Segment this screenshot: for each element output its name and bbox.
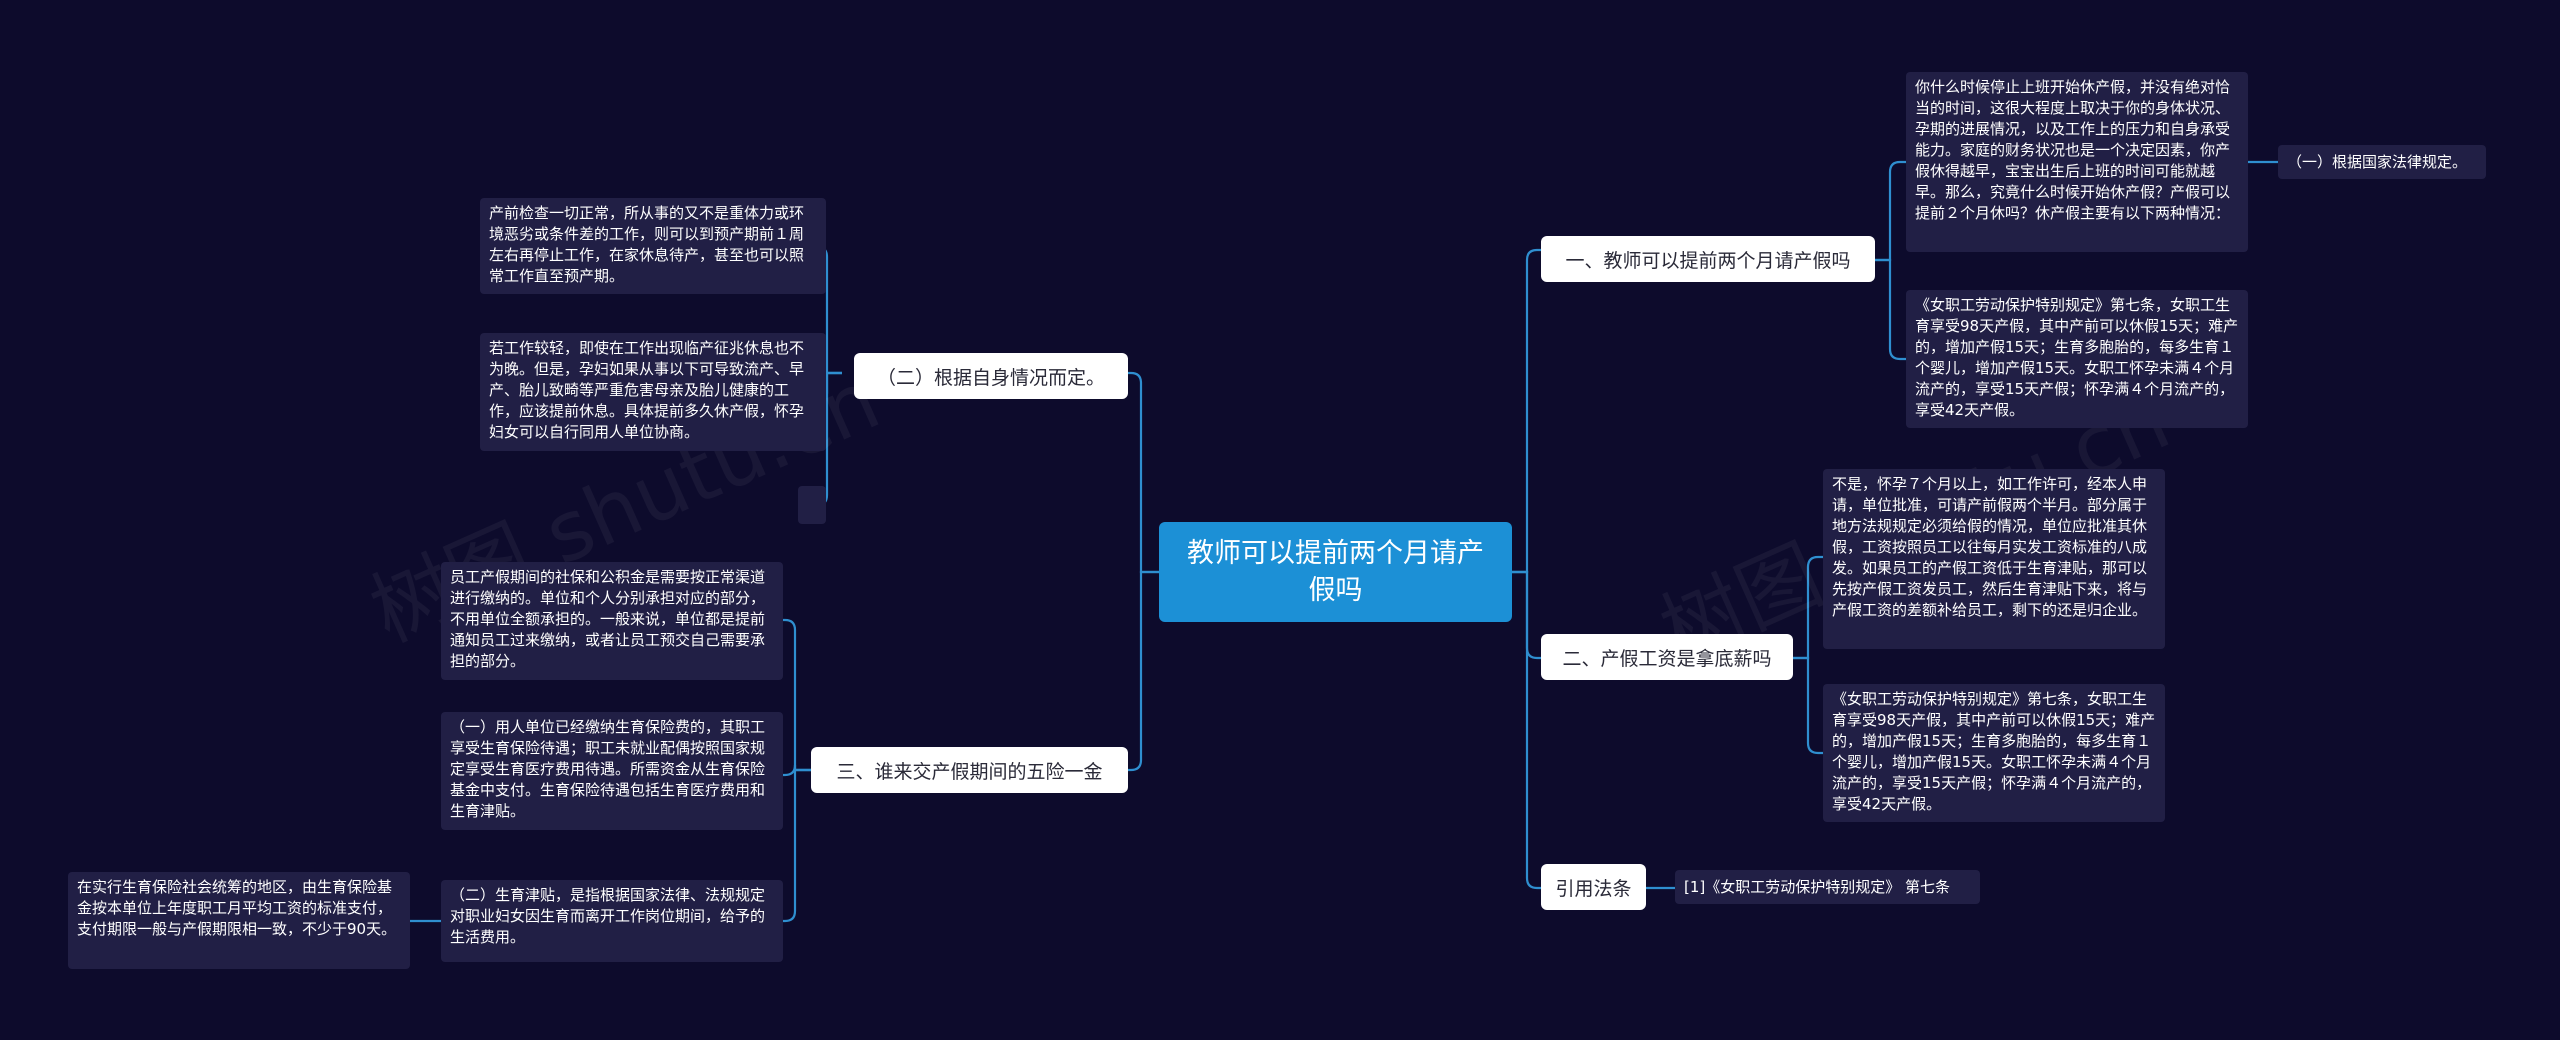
leaf-node[interactable]: [1]《女职工劳动保护特别规定》 第七条: [1675, 870, 1980, 904]
leaf-node[interactable]: 不是，怀孕７个月以上，如工作许可，经本人申请，单位批准，可请产前假两个半月。部分…: [1823, 469, 2165, 649]
link-b1-l1: [1875, 160, 1906, 262]
root-node[interactable]: 教师可以提前两个月请产假吗: [1159, 522, 1512, 622]
leaf-node[interactable]: （二）生育津贴，是指根据国家法律、法规规定对职业妇女因生育而离开工作岗位期间，给…: [441, 880, 783, 962]
leaf-node[interactable]: （一）用人单位已经缴纳生育保险费的，其职工享受生育保险待遇；职工未就业配偶按照国…: [441, 712, 783, 830]
leaf-node[interactable]: 产前检查一切正常，所从事的又不是重体力或环境恶劣或条件差的工作，则可以到预产期前…: [480, 198, 826, 294]
branch-node[interactable]: （二）根据自身情况而定。: [854, 353, 1128, 399]
root-title: 教师可以提前两个月请产假吗: [1187, 538, 1484, 606]
empty-leaf-node[interactable]: [798, 486, 826, 524]
link-root-b3: [1512, 570, 1541, 890]
link-b5-l3: [780, 768, 811, 923]
branch-node[interactable]: 二、产假工资是拿底薪吗: [1541, 634, 1793, 680]
branch-node[interactable]: 三、谁来交产假期间的五险一金: [811, 747, 1128, 793]
link-root-b5: [1125, 570, 1159, 772]
link-b5-l2: [780, 764, 811, 777]
link-root-b4: [1125, 371, 1159, 574]
link-b1-l2: [1875, 258, 1906, 361]
link-root-b1: [1512, 248, 1541, 574]
branch-node[interactable]: 引用法条: [1541, 864, 1646, 910]
link-b5-l1: [780, 618, 811, 772]
leaf-node[interactable]: 员工产假期间的社保和公积金是需要按正常渠道进行缴纳的。单位和个人分别承担对应的部…: [441, 562, 783, 680]
link-b2-l1: [1793, 555, 1823, 660]
leaf-node[interactable]: 若工作较轻，即使在工作出现临产征兆休息也不为晚。但是，孕妇如果从事以下可导致流产…: [480, 333, 826, 451]
leaf-node[interactable]: 在实行生育保险社会统筹的地区，由生育保险基金按本单位上年度职工月平均工资的标准支…: [68, 872, 410, 969]
link-b2-l2: [1793, 656, 1823, 755]
leaf-node[interactable]: 《女职工劳动保护特别规定》第七条，女职工生育享受98天产假，其中产前可以休假15…: [1823, 684, 2165, 822]
branch-node[interactable]: 一、教师可以提前两个月请产假吗: [1541, 236, 1875, 282]
leaf-node[interactable]: 《女职工劳动保护特别规定》第七条，女职工生育享受98天产假，其中产前可以休假15…: [1906, 290, 2248, 428]
leaf-node[interactable]: （一）根据国家法律规定。: [2278, 145, 2486, 179]
leaf-node[interactable]: 你什么时候停止上班开始休产假，并没有绝对恰当的时间，这很大程度上取决于你的身体状…: [1906, 72, 2248, 252]
